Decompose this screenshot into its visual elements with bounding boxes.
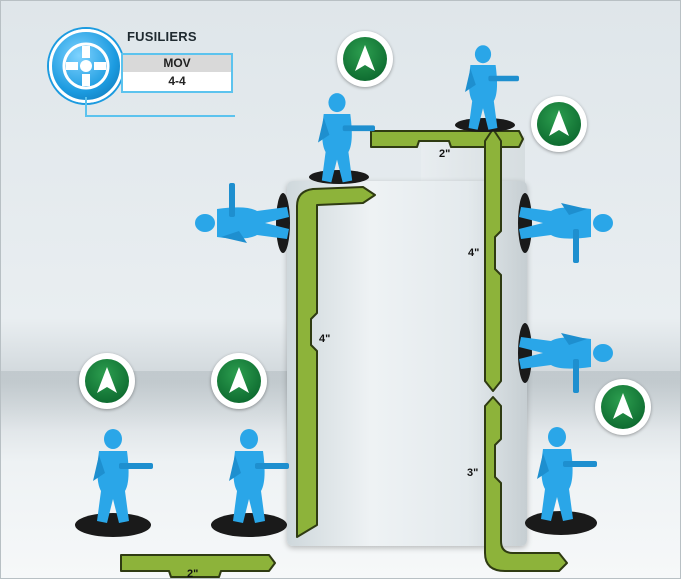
regular-order-token <box>531 96 587 152</box>
regular-order-token <box>79 353 135 409</box>
figure-base <box>525 511 597 535</box>
regular-order-icon <box>337 31 393 87</box>
regular-order-icon <box>211 353 267 409</box>
regular-order-icon <box>531 96 587 152</box>
figure-base <box>211 513 287 537</box>
regular-order-token <box>337 31 393 87</box>
regular-order-icon <box>79 353 135 409</box>
trooper-figure <box>318 93 375 182</box>
regular-order-token <box>595 379 651 435</box>
figure-base <box>276 193 290 253</box>
figure-base <box>75 513 151 537</box>
figure-base <box>455 118 515 132</box>
regular-order-token <box>211 353 267 409</box>
figure-base <box>309 170 369 184</box>
regular-order-icon <box>595 379 651 435</box>
figure-base <box>518 193 532 253</box>
trooper-figure-climbing <box>519 203 613 263</box>
trooper-figure-climbing <box>195 183 289 243</box>
trooper-figure <box>229 429 289 523</box>
figure-base <box>518 323 532 383</box>
trooper-figure <box>465 45 519 130</box>
trooper-figure <box>93 429 153 523</box>
trooper-figure <box>537 427 597 521</box>
